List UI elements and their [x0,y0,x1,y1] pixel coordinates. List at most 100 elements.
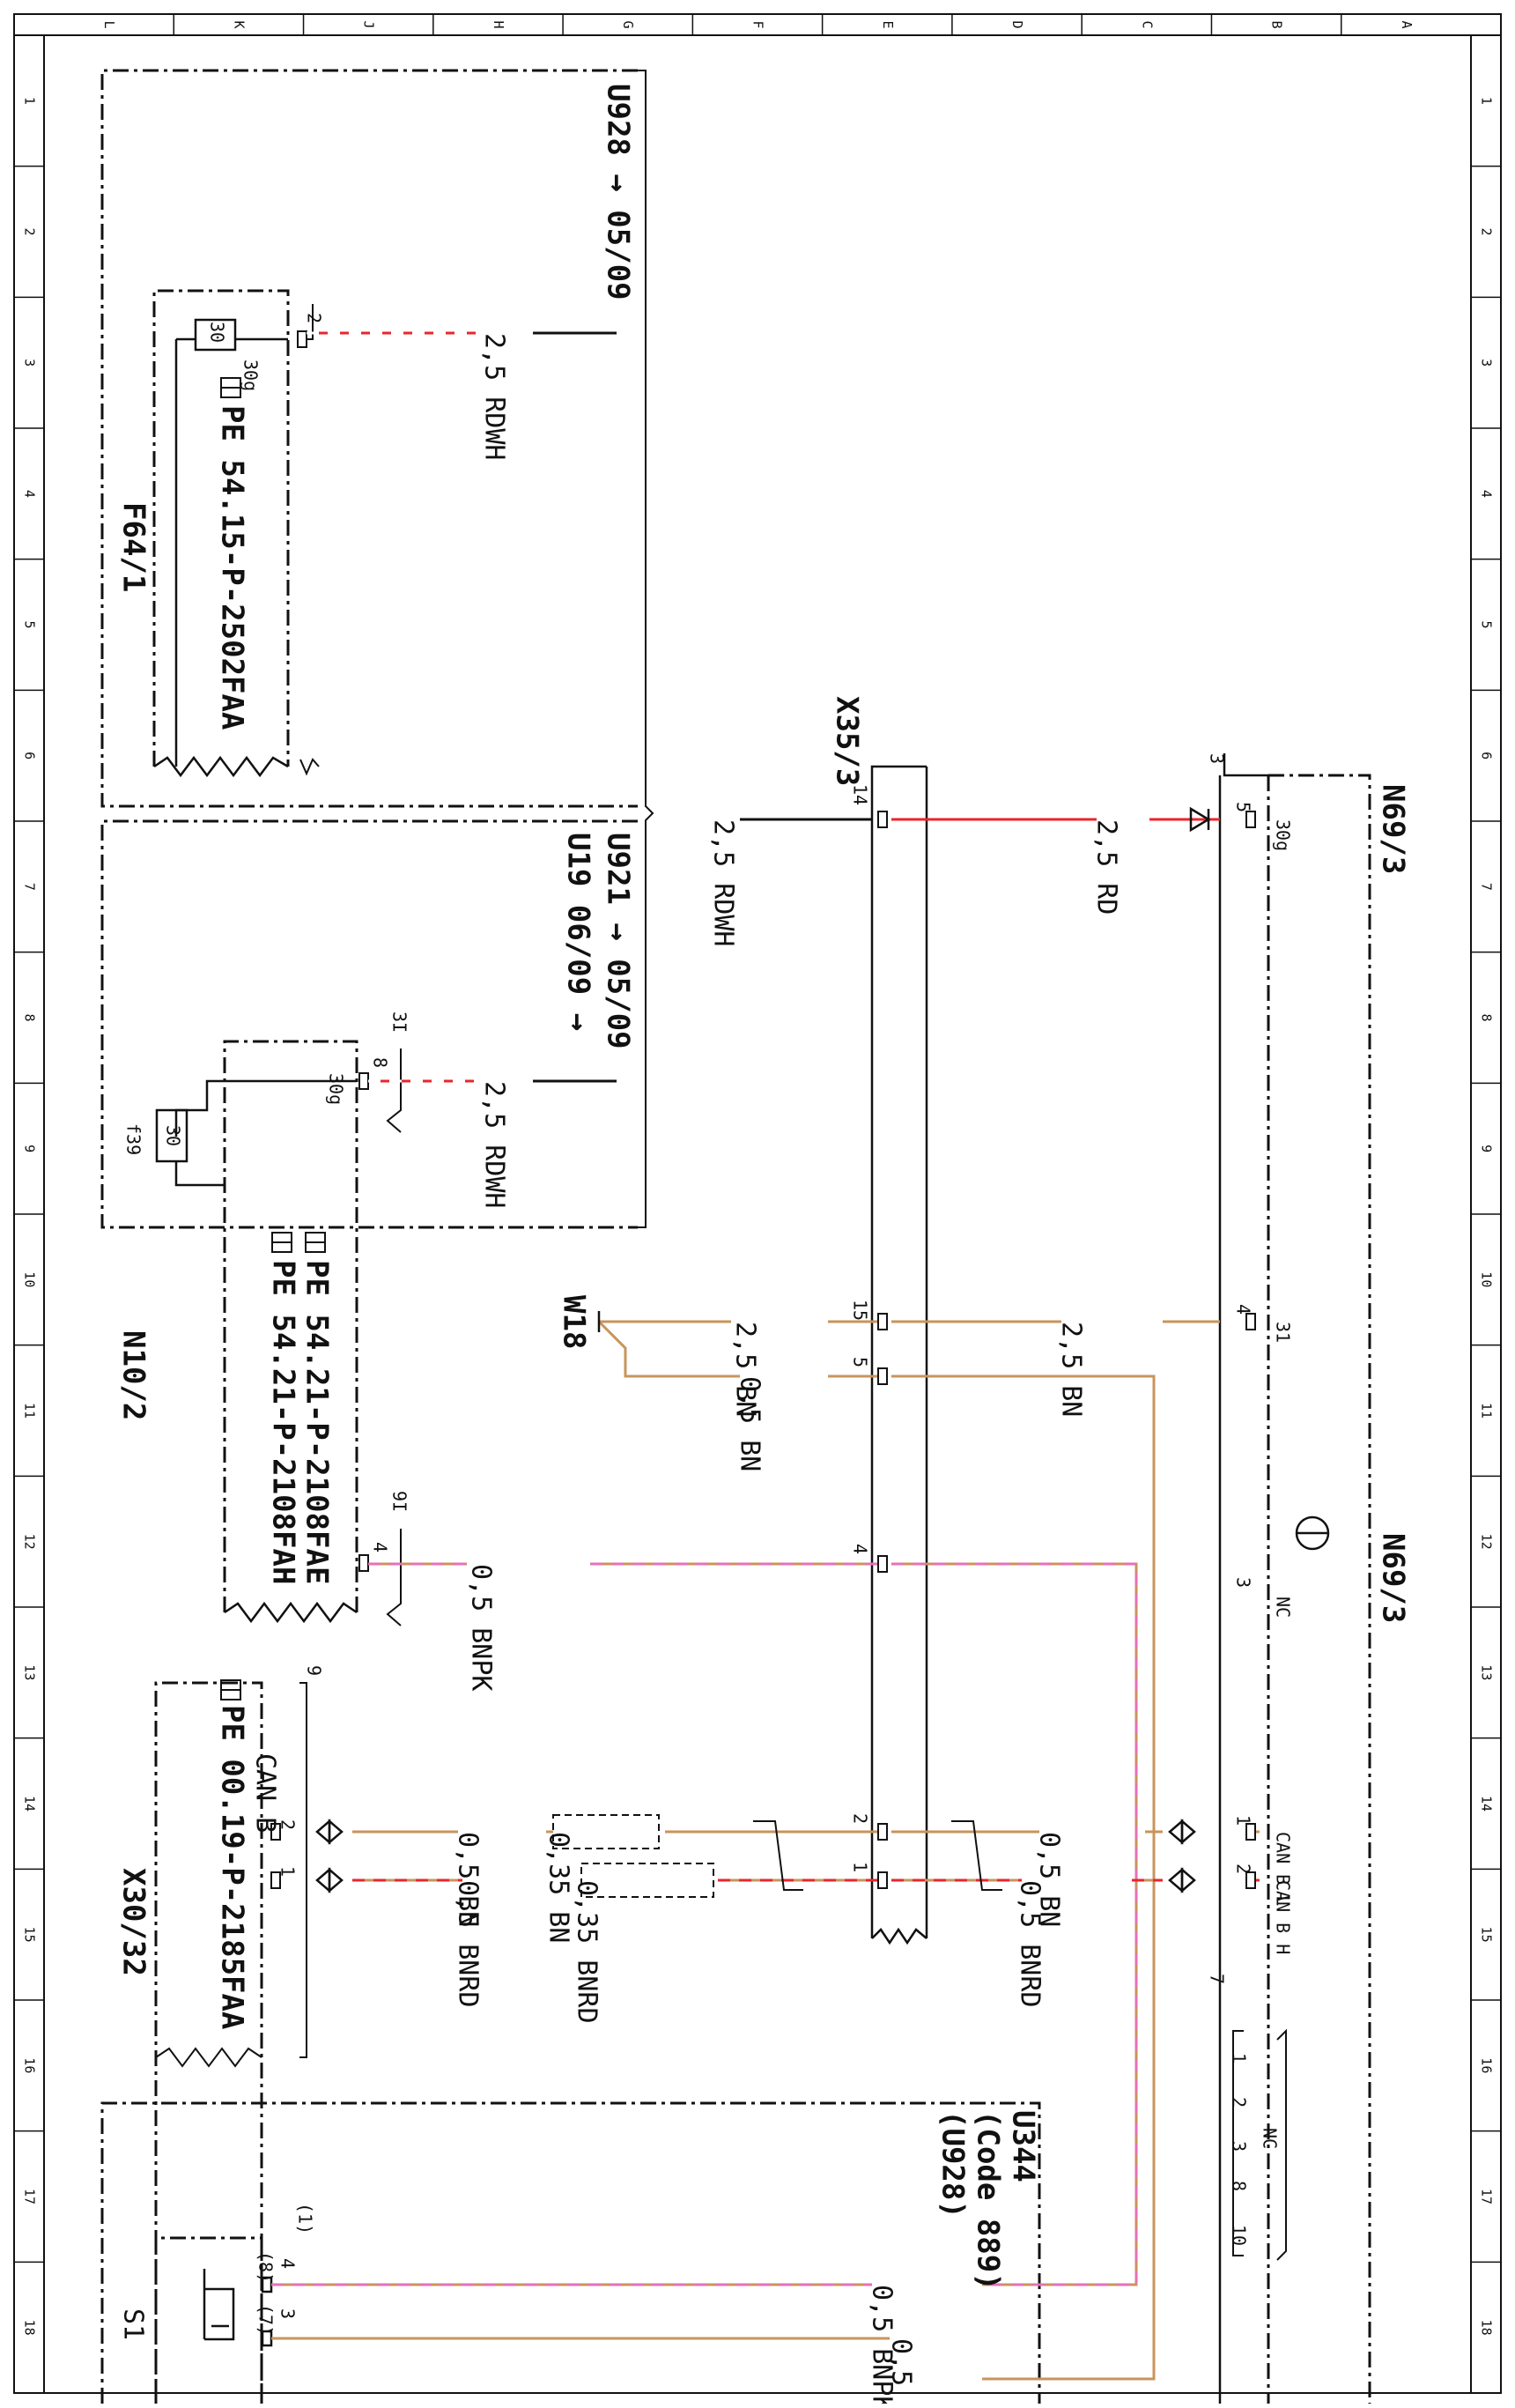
reference-hand-icon [305,1232,326,1253]
reference-hand-icon [220,377,241,398]
column-label: G [620,20,636,28]
row-label: 1 [1479,97,1495,105]
n10-connectors [358,1048,402,1626]
column-label: F [750,20,766,28]
can-connector-icon [328,1867,344,1893]
wire-label-rdwh-n10: 2,5 RDWH [479,1081,510,1209]
row-label: 11 [1479,1403,1495,1419]
x35-pin-15: 15 [850,1300,871,1321]
wire-label-canh-box: 0,35 BNRD [572,1880,602,2024]
wire-label-rd: 2,5 RD [1091,819,1122,915]
row-label: 15 [1479,1927,1495,1943]
validity-u928: U928 → 05/09 [601,84,636,300]
can-connector-icon [1168,1819,1184,1845]
pin-label-s1-1: (1) [295,2203,316,2234]
pin-terminal [1245,811,1256,828]
validity-u19: U19 06/09 → [561,833,596,1031]
row-label: 8 [1479,1013,1495,1021]
conn-label-n10-9: 9I [389,1491,410,1512]
ref-n10-1: PE 54.21-P-2108FAE [299,1260,335,1584]
column-label: E [880,20,896,28]
frame [13,13,1502,2394]
twist-mark [951,1820,1002,1891]
column-label: K [231,20,247,28]
pin-label-n69-bottom: 8 [1229,2181,1250,2191]
row-label: 1 [22,97,38,105]
can-connector-icon [315,1819,331,1845]
term-label-n69-nc2: NC [1260,2128,1281,2149]
wire-label-s1-bn: 0,5 BN [886,2338,917,2404]
pin-label-n69-bottom: 3 [1229,2141,1250,2152]
row-label: 13 [1479,1664,1495,1680]
pin-label-n69-bottom: 10 [1229,2225,1250,2246]
pin-label-f64: 2 [304,313,325,323]
row-label: 2 [22,227,38,235]
row-label: 3 [22,359,38,367]
reference-hand-icon [271,1232,292,1253]
pin-terminal [877,1871,888,1889]
column-label: D [1009,20,1025,28]
validity-u344-u928: (U928) [935,2110,971,2219]
row-label: 9 [1479,1145,1495,1152]
wire-label-canl-left: 0,5 BN [453,1832,484,1927]
wire-label-canl-box: 0,35 BN [543,1832,574,1943]
pin-label-n69-bottom: 2 [1229,2097,1250,2108]
container-braces [638,70,654,1228]
ref-x30: PE 00.19-P-2185FAA [215,1705,250,2029]
pin-label-s1-8: (8) [255,2251,277,2283]
row-label: 10 [1479,1271,1495,1287]
component-w18: W18 [557,1295,592,1349]
row-label: 13 [22,1664,38,1680]
wire-bn05-w18 [597,1320,740,1378]
column-label: L [101,20,117,28]
can-connector-icon [1180,1867,1196,1893]
pin-label-n69-bottom: 1 [1229,2053,1250,2063]
pin-label-n69-3: 3 [1233,1577,1254,1588]
feed-arrow-icon [1189,806,1211,833]
row-label: 5 [22,620,38,628]
x30-internal [155,1682,307,2068]
column-label: B [1269,20,1285,28]
pin-terminal [877,1823,888,1841]
wire-bn05-s1 [891,1374,1156,2381]
component-n69-mid: N69/3 [1376,1533,1411,1623]
term-label-n69-31: 31 [1273,1322,1294,1343]
pin-terminal [877,1555,888,1573]
pin-label-n10-4: 4 [370,1542,391,1552]
pin-label-x30-1: 1 [277,1866,299,1877]
s1-switch [203,2269,273,2347]
pin-label-n10-8: 8 [370,1057,391,1068]
row-label: 8 [22,1013,38,1021]
row-label: 6 [1479,752,1495,759]
row-label: 18 [22,2320,38,2336]
wire-label-canl-right: 0,5 BN [1034,1832,1065,1927]
row-label: 18 [1479,2320,1495,2336]
row-label: 9 [22,1145,38,1152]
row-label: 16 [1479,2057,1495,2073]
conn-label-n10-3: 3I [389,1011,410,1033]
term-label-n10: 30g [326,1073,347,1105]
row-label: 3 [1479,359,1495,367]
validity-u344-code: (Code 889) [971,2110,1006,2291]
wires [271,331,1330,2381]
conn-label-n69-3: 3 [1207,753,1228,764]
row-label: 12 [1479,1534,1495,1550]
pin-label-n69-5: 5 [1233,802,1254,812]
fuse-f39 [155,1108,188,1163]
connector-pins [877,811,1256,1889]
row-label: 15 [22,1927,38,1943]
twist-mark [753,1820,803,1891]
n69-body [1218,753,1268,2404]
x35-connector-bar [870,765,928,1945]
wire-label-rdwh-mid: 2,5 RDWH [708,819,739,947]
component-x35: X35/3 [830,696,865,786]
x30-can-label: CAN B [250,1753,281,1833]
wire-label-bnpk: 0,5 BNPK [466,1564,497,1692]
column-label: H [491,20,506,28]
ref-f64: PE 54.15-P-2502FAA [215,405,250,730]
can-connector-icon [328,1819,344,1845]
